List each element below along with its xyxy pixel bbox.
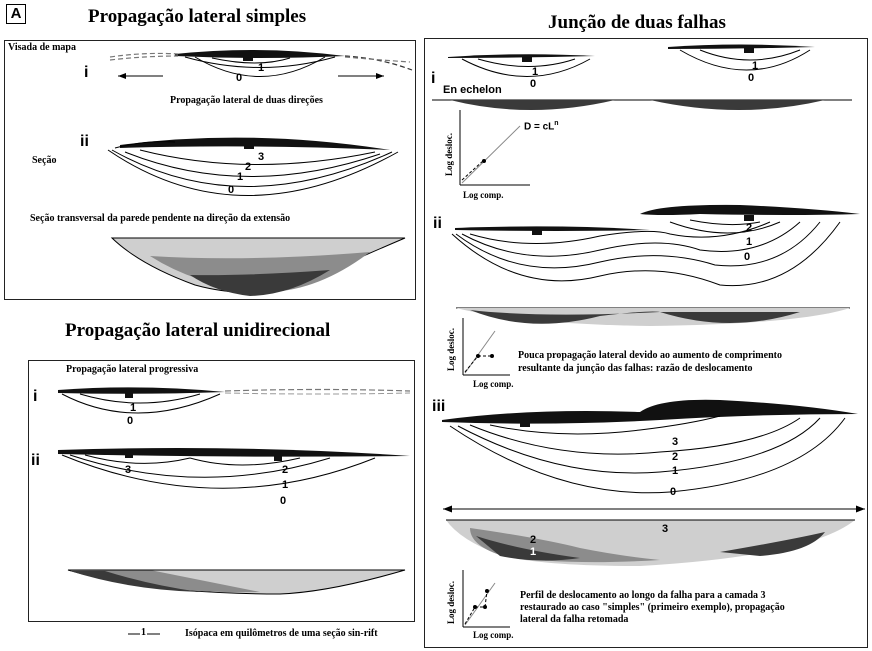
equation-exponent: n xyxy=(554,120,559,127)
isopach-2-linkage-iii: 2 xyxy=(672,451,679,463)
y-axis-label-i: Log desloc. xyxy=(444,132,454,176)
linkage-iii-caption-line3: lateral da falha retomada xyxy=(520,614,629,625)
panel-fault-linkage xyxy=(424,38,868,648)
profile-layer-1: 1 xyxy=(530,546,537,558)
map-view-label: Visada de mapa xyxy=(8,42,76,53)
linkage-ii-graphic xyxy=(451,204,860,287)
isopach-1-linkage-iii: 1 xyxy=(672,465,679,477)
isopach-0-linkage-i-left: 0 xyxy=(530,78,537,90)
simple-i-graphic xyxy=(109,49,413,79)
loglog-plot-iii xyxy=(462,570,510,628)
linkage-ii-caption-line1: Pouca propagação lateral devido ao aumen… xyxy=(518,350,782,361)
uni-cross-section xyxy=(67,569,406,595)
isopach-3-linkage-iii: 3 xyxy=(672,436,679,448)
roman-i-linkage: i xyxy=(431,70,436,87)
isopach-3-simple-ii: 3 xyxy=(258,151,265,163)
profile-layer-3: 3 xyxy=(662,523,669,535)
loglog-plot-i xyxy=(459,110,530,186)
isopach-2-linkage-ii: 2 xyxy=(746,222,753,234)
power-law-equation: D = cLn xyxy=(524,120,559,132)
linkage-ii-caption-line2: resultante da junção das falhas: razão d… xyxy=(518,363,753,374)
cross-section-caption: Seção transversal da parede pendente na … xyxy=(30,213,291,224)
isopach-1-linkage-i-left: 1 xyxy=(532,66,539,78)
isopach-0-linkage-i-right: 0 xyxy=(748,72,755,84)
loglog-plot-ii xyxy=(462,318,510,376)
isopach-0-linkage-ii: 0 xyxy=(744,251,751,263)
panel-label-box: A xyxy=(6,4,26,24)
simple-ii-graphic xyxy=(107,137,399,196)
roman-ii-simple: ii xyxy=(80,133,89,150)
isopach-0-uni-ii: 0 xyxy=(280,495,287,507)
isopach-1-linkage-i-right: 1 xyxy=(752,60,759,72)
linkage-iii-caption-line1: Perfil de deslocamento ao longo da falha… xyxy=(520,590,766,601)
isopach-3-uni-ii: 3 xyxy=(125,464,132,476)
panel-unidirectional xyxy=(28,360,415,622)
linkage-i-graphic xyxy=(432,44,852,110)
linkage-iii-graphic xyxy=(442,399,858,494)
roman-iii-linkage: iii xyxy=(432,398,446,415)
equation-text: D = cL xyxy=(524,121,555,133)
isopach-1-linkage-ii: 1 xyxy=(746,236,753,248)
y-axis-label-ii: Log desloc. xyxy=(446,327,456,371)
x-axis-label-i: Log comp. xyxy=(463,190,504,200)
roman-i-simple: i xyxy=(84,64,89,81)
uni-i-graphic xyxy=(58,387,411,414)
title-unidirectional: Propagação lateral unidirecional xyxy=(65,320,331,341)
section-label: Seção xyxy=(32,155,57,166)
panel-simple-lateral xyxy=(4,40,416,300)
isopach-1-simple-i: 1 xyxy=(258,62,265,74)
arrow-caption: Propagação lateral de duas direções xyxy=(170,95,323,106)
roman-ii-uni: ii xyxy=(31,452,40,469)
isopach-1-simple-ii: 1 xyxy=(237,171,244,183)
simple-cross-section xyxy=(110,237,406,296)
linkage-iii-caption-line2: restaurado ao caso "simples" (primeiro e… xyxy=(520,602,785,613)
y-axis-label-iii: Log desloc. xyxy=(446,580,456,624)
isopach-0-linkage-iii: 0 xyxy=(670,486,677,498)
title-simple-lateral: Propagação lateral simples xyxy=(88,6,307,27)
linkage-ii-cross-section xyxy=(456,307,850,326)
legend-sample-number: 1 xyxy=(140,627,147,638)
title-fault-linkage: Junção de duas falhas xyxy=(548,12,726,33)
progressive-caption: Propagação lateral progressiva xyxy=(66,364,199,375)
profile-layer-2: 2 xyxy=(530,534,537,546)
roman-i-uni: i xyxy=(33,388,38,405)
linkage-iii-cross-section xyxy=(443,505,865,566)
isopach-0-simple-i: 0 xyxy=(236,72,243,84)
isopach-2-uni-ii: 2 xyxy=(282,464,289,476)
isopach-1-uni-i: 1 xyxy=(130,402,137,414)
roman-ii-linkage: ii xyxy=(433,215,442,232)
isopach-2-simple-ii: 2 xyxy=(245,161,252,173)
x-axis-label-iii: Log comp. xyxy=(473,630,514,640)
legend-text: Isópaca em quilômetros de uma seção sin-… xyxy=(185,628,378,639)
x-axis-label-ii: Log comp. xyxy=(473,379,514,389)
isopach-1-uni-ii: 1 xyxy=(282,479,289,491)
isopach-0-uni-i: 0 xyxy=(127,415,134,427)
uni-ii-graphic xyxy=(58,448,410,489)
en-echelon-label: En echelon xyxy=(443,84,502,96)
isopach-0-simple-ii: 0 xyxy=(228,184,235,196)
